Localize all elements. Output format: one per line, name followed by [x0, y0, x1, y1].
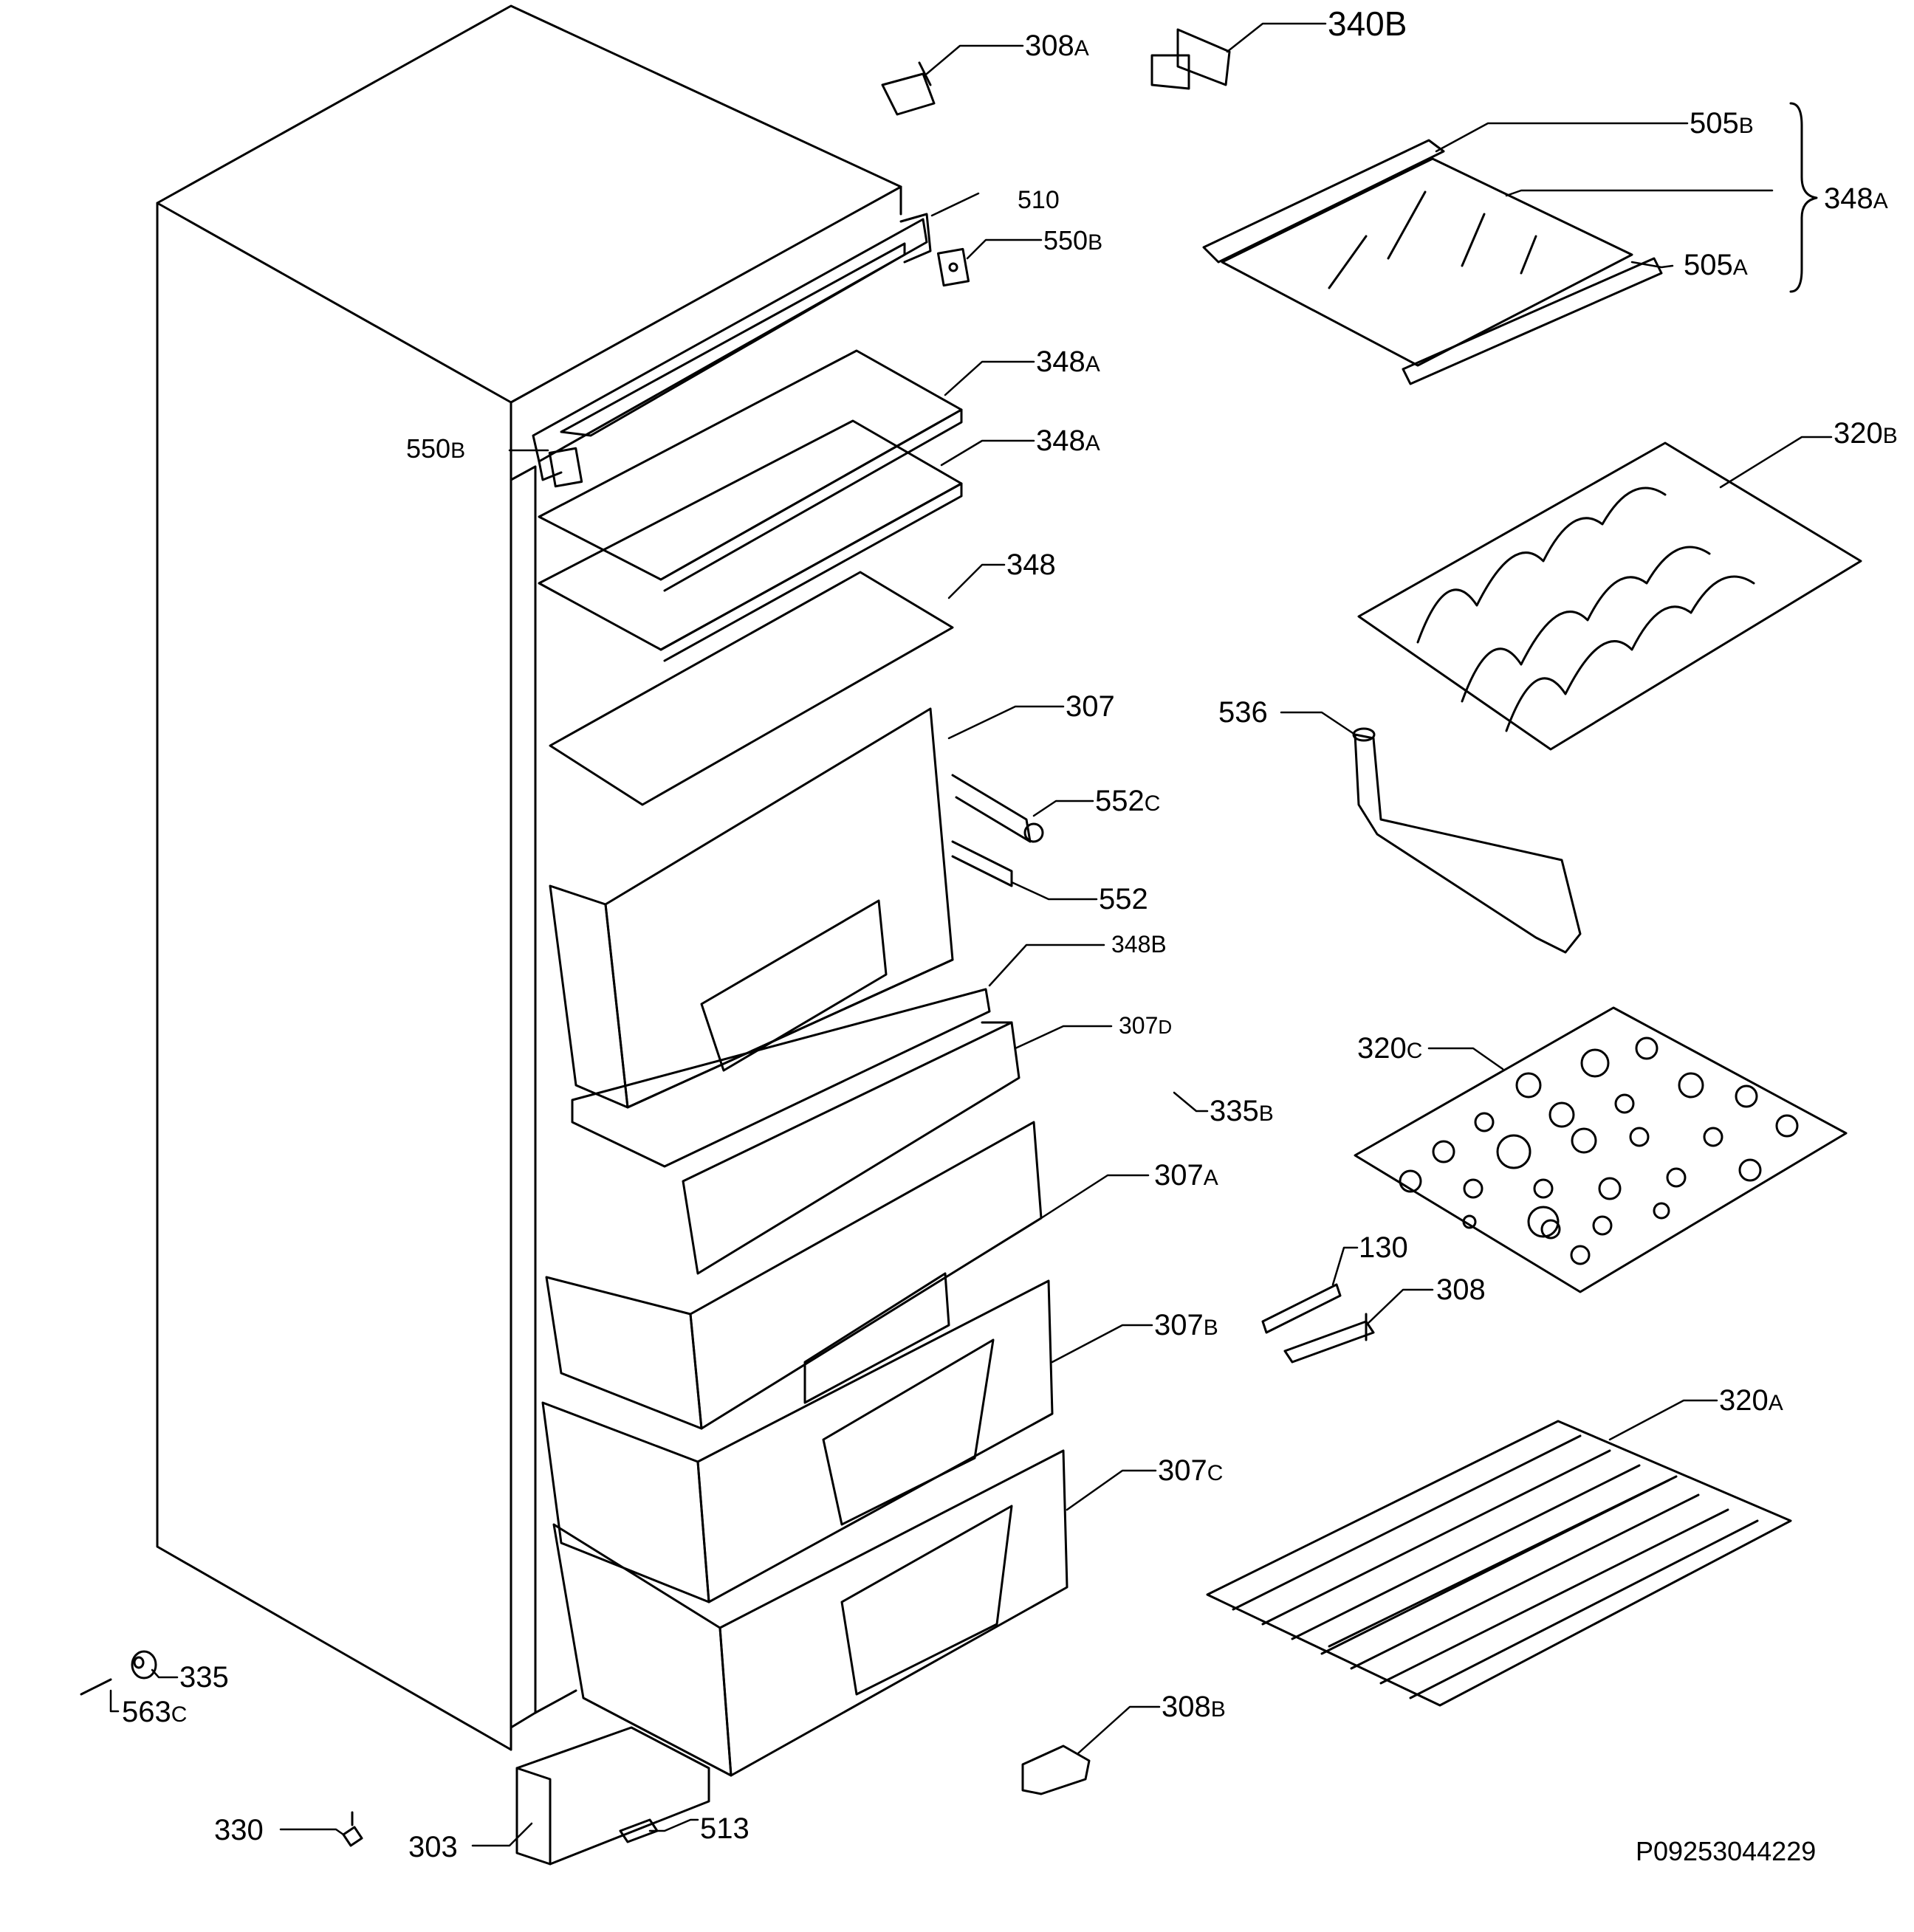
- label-303: 303: [408, 1831, 458, 1863]
- hinge-308: [1283, 1313, 1375, 1364]
- label-320c: 320C: [1357, 1032, 1422, 1065]
- label-308b: 308B: [1162, 1691, 1226, 1723]
- part-labels: 308A 340B 505B 348A 505A 510 550B 550B 3…: [122, 4, 1898, 1866]
- label-307: 307: [1066, 690, 1115, 723]
- rail-552c: [951, 774, 1044, 843]
- perforated-plate-320c: [1354, 1006, 1848, 1293]
- glass-shelf-348a-1: [538, 349, 963, 592]
- shelf-348b: [571, 988, 991, 1168]
- label-536: 536: [1218, 696, 1268, 729]
- label-513: 513: [700, 1812, 750, 1845]
- label-348a-2: 348A: [1036, 424, 1100, 457]
- drawer-307b: [541, 1279, 1054, 1603]
- label-563c: 563C: [122, 1696, 187, 1728]
- label-335: 335: [179, 1661, 229, 1694]
- drawer-307a: [545, 1121, 1043, 1430]
- label-510: 510: [1018, 186, 1060, 214]
- label-348b: 348B: [1111, 931, 1167, 958]
- hinge-308a: [881, 61, 936, 116]
- label-330: 330: [214, 1814, 264, 1846]
- divider-536: [1352, 727, 1582, 954]
- label-307d: 307D: [1119, 1012, 1172, 1039]
- leader-lines: [109, 22, 1833, 1847]
- label-552c: 552C: [1095, 785, 1160, 817]
- label-307b: 307B: [1154, 1309, 1218, 1341]
- rail-552: [951, 840, 1013, 887]
- label-308: 308: [1436, 1273, 1486, 1306]
- wine-rack-320b: [1357, 441, 1862, 751]
- hinge-308b: [1021, 1744, 1091, 1795]
- bracket-550b-left: [548, 447, 583, 488]
- drawer-307c: [552, 1449, 1069, 1777]
- label-340b: 340B: [1328, 4, 1407, 43]
- label-335b: 335B: [1210, 1095, 1274, 1127]
- label-307a: 307A: [1154, 1159, 1218, 1192]
- label-550b-left: 550B: [406, 433, 465, 464]
- reference-code: P09253044229: [1636, 1836, 1816, 1866]
- label-550b-right: 550B: [1043, 225, 1102, 255]
- foot-330: [342, 1811, 363, 1847]
- label-552: 552: [1099, 883, 1148, 915]
- drawer-307d: [682, 1021, 1021, 1275]
- label-348a-set: 348A: [1824, 182, 1888, 215]
- plinth-303: [515, 1726, 710, 1866]
- hinge-plate-130: [1261, 1283, 1342, 1334]
- pin-563c: [80, 1678, 112, 1696]
- label-348: 348: [1006, 549, 1056, 581]
- light-cover-panel: [532, 213, 932, 481]
- label-505a: 505A: [1684, 249, 1748, 281]
- glass-shelf-348a-set: [1202, 139, 1663, 385]
- label-307c: 307C: [1158, 1454, 1223, 1487]
- label-308a: 308A: [1025, 30, 1089, 62]
- glass-shelf-348a-2: [538, 419, 963, 662]
- bracket-symbol: [1789, 102, 1818, 293]
- label-130: 130: [1359, 1231, 1408, 1264]
- wire-shelf-320a: [1206, 1420, 1792, 1707]
- label-320b: 320B: [1834, 417, 1898, 450]
- bracket-550b-right: [936, 247, 970, 287]
- glass-shelf-348: [549, 571, 954, 806]
- drawer-307: [549, 707, 954, 1109]
- label-348a-1: 348A: [1036, 346, 1100, 378]
- label-505b: 505B: [1690, 107, 1754, 140]
- label-320a: 320A: [1719, 1384, 1783, 1417]
- part-340b: [1150, 28, 1231, 90]
- part-335: [131, 1650, 157, 1680]
- cabinet: [156, 4, 902, 1751]
